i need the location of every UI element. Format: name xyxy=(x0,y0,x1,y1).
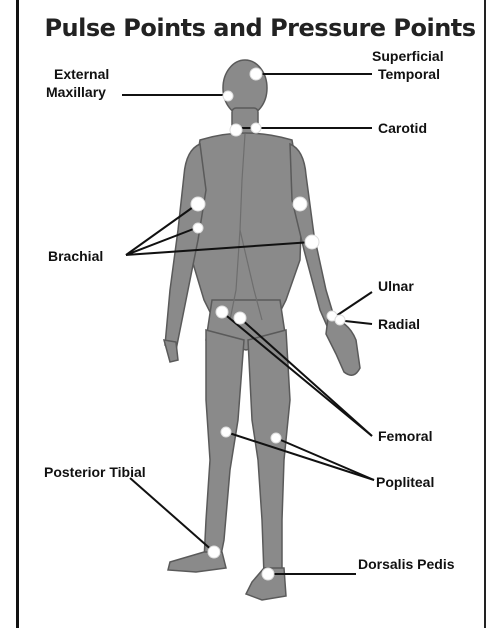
label-superficial-temporal-line1: Superficial xyxy=(372,48,444,64)
superficial-temporal-point xyxy=(250,68,262,80)
label-external-maxillary-line1: External xyxy=(54,66,109,82)
label-external-maxillary-line2: Maxillary xyxy=(46,84,106,100)
brachial-point-left-lower xyxy=(305,235,319,249)
carotid-point-2 xyxy=(251,123,261,133)
label-ulnar: Ulnar xyxy=(378,278,414,294)
label-posterior-tibial: Posterior Tibial xyxy=(44,464,146,480)
brachial-point-mid xyxy=(193,223,203,233)
popliteal-point-right xyxy=(221,427,231,437)
label-femoral: Femoral xyxy=(378,428,432,444)
label-carotid: Carotid xyxy=(378,120,427,136)
label-superficial-temporal-line2: Temporal xyxy=(378,66,440,82)
brachial-point-left xyxy=(293,197,307,211)
dorsalis-pedis-point xyxy=(262,568,274,580)
body-silhouette xyxy=(164,60,360,600)
posterior-tibial-point xyxy=(208,546,220,558)
radial-point xyxy=(335,315,345,325)
label-brachial: Brachial xyxy=(48,248,103,264)
popliteal-point-left xyxy=(271,433,281,443)
femoral-point-left xyxy=(234,312,246,324)
label-radial: Radial xyxy=(378,316,420,332)
external-maxillary-point xyxy=(223,91,233,101)
brachial-point-upper xyxy=(191,197,205,211)
femoral-point-right xyxy=(216,306,228,318)
carotid-point xyxy=(230,124,242,136)
label-dorsalis-pedis: Dorsalis Pedis xyxy=(358,556,455,572)
label-popliteal: Popliteal xyxy=(376,474,434,490)
